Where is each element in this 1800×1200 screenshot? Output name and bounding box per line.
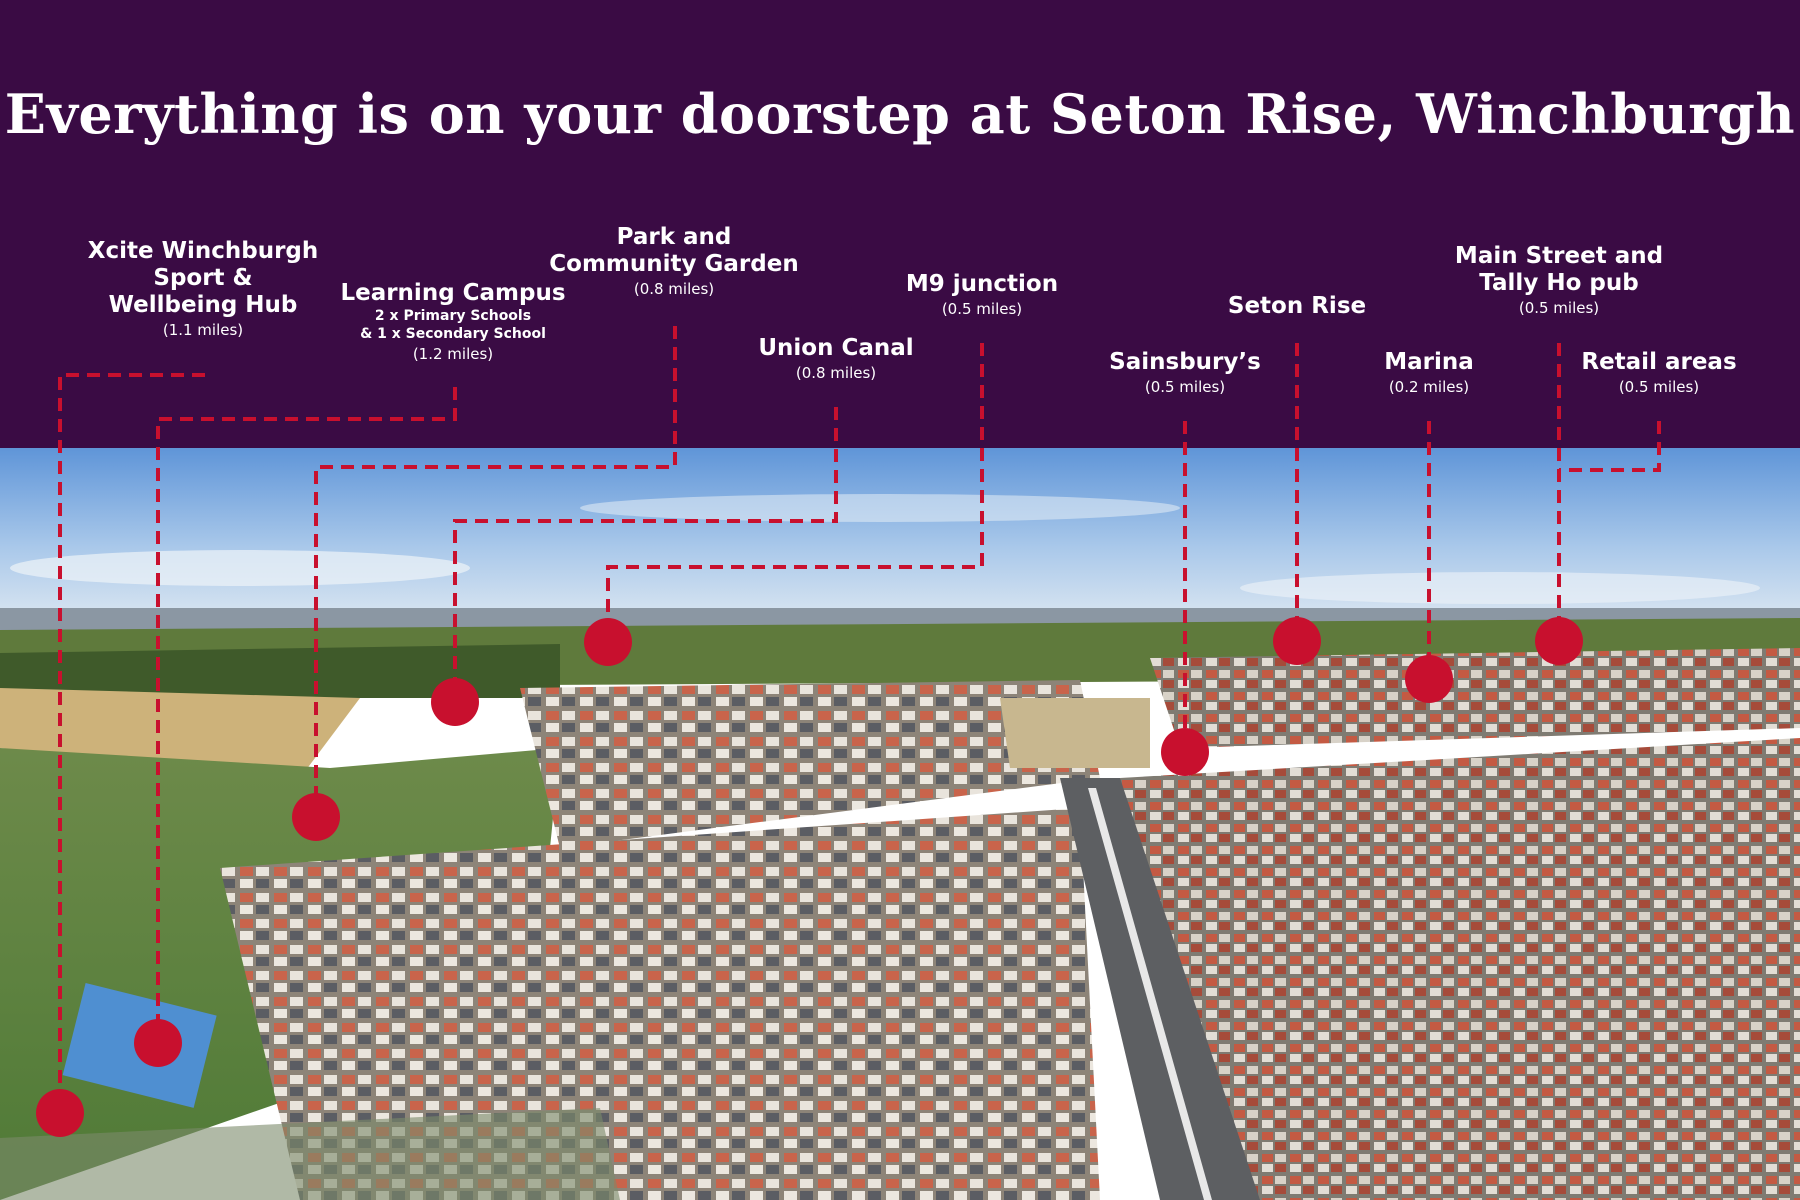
location-name: Park and <box>616 224 732 250</box>
location-label-canal: Union Canal (0.8 miles) <box>758 335 913 384</box>
location-label-seton: Seton Rise <box>1228 293 1366 320</box>
location-distance: (1.2 miles) <box>412 345 494 363</box>
location-name: Main Street and <box>1454 243 1664 269</box>
location-name: Retail areas <box>1581 349 1737 375</box>
location-distance: (0.5 miles) <box>941 300 1023 318</box>
location-name: Xcite Winchburgh <box>87 238 319 264</box>
location-label-retail: Retail areas (0.5 miles) <box>1581 349 1736 398</box>
aerial-photo <box>0 448 1800 1200</box>
location-name: Sainsbury’s <box>1109 349 1261 375</box>
location-name: Wellbeing Hub <box>108 292 298 318</box>
location-distance: (1.1 miles) <box>162 321 244 339</box>
location-distance: (0.8 miles) <box>633 280 715 298</box>
location-name: Sport & <box>153 265 253 291</box>
location-name: Union Canal <box>758 335 914 361</box>
location-label-marina: Marina (0.2 miles) <box>1384 349 1474 398</box>
location-name: Marina <box>1384 349 1474 375</box>
location-label-m9: M9 junction (0.5 miles) <box>906 271 1058 320</box>
location-name: Learning Campus <box>340 280 566 306</box>
location-distance: (0.5 miles) <box>1518 299 1600 317</box>
location-name: Tally Ho pub <box>1479 270 1639 296</box>
location-detail: 2 x Primary Schools <box>374 308 532 324</box>
location-distance: (0.5 miles) <box>1618 378 1700 396</box>
location-label-sainsburys: Sainsbury’s (0.5 miles) <box>1109 349 1261 398</box>
location-distance: (0.2 miles) <box>1388 378 1470 396</box>
location-distance: (0.5 miles) <box>1144 378 1226 396</box>
location-distance: (0.8 miles) <box>795 364 877 382</box>
location-name: M9 junction <box>905 271 1059 297</box>
location-label-learning: Learning Campus 2 x Primary Schools & 1 x … <box>340 280 565 365</box>
location-detail: & 1 x Secondary School <box>360 326 546 342</box>
location-name: Seton Rise <box>1227 293 1367 319</box>
location-name: Community Garden <box>549 251 799 277</box>
page-title: Everything is on your doorstep at Seton … <box>4 82 1796 146</box>
